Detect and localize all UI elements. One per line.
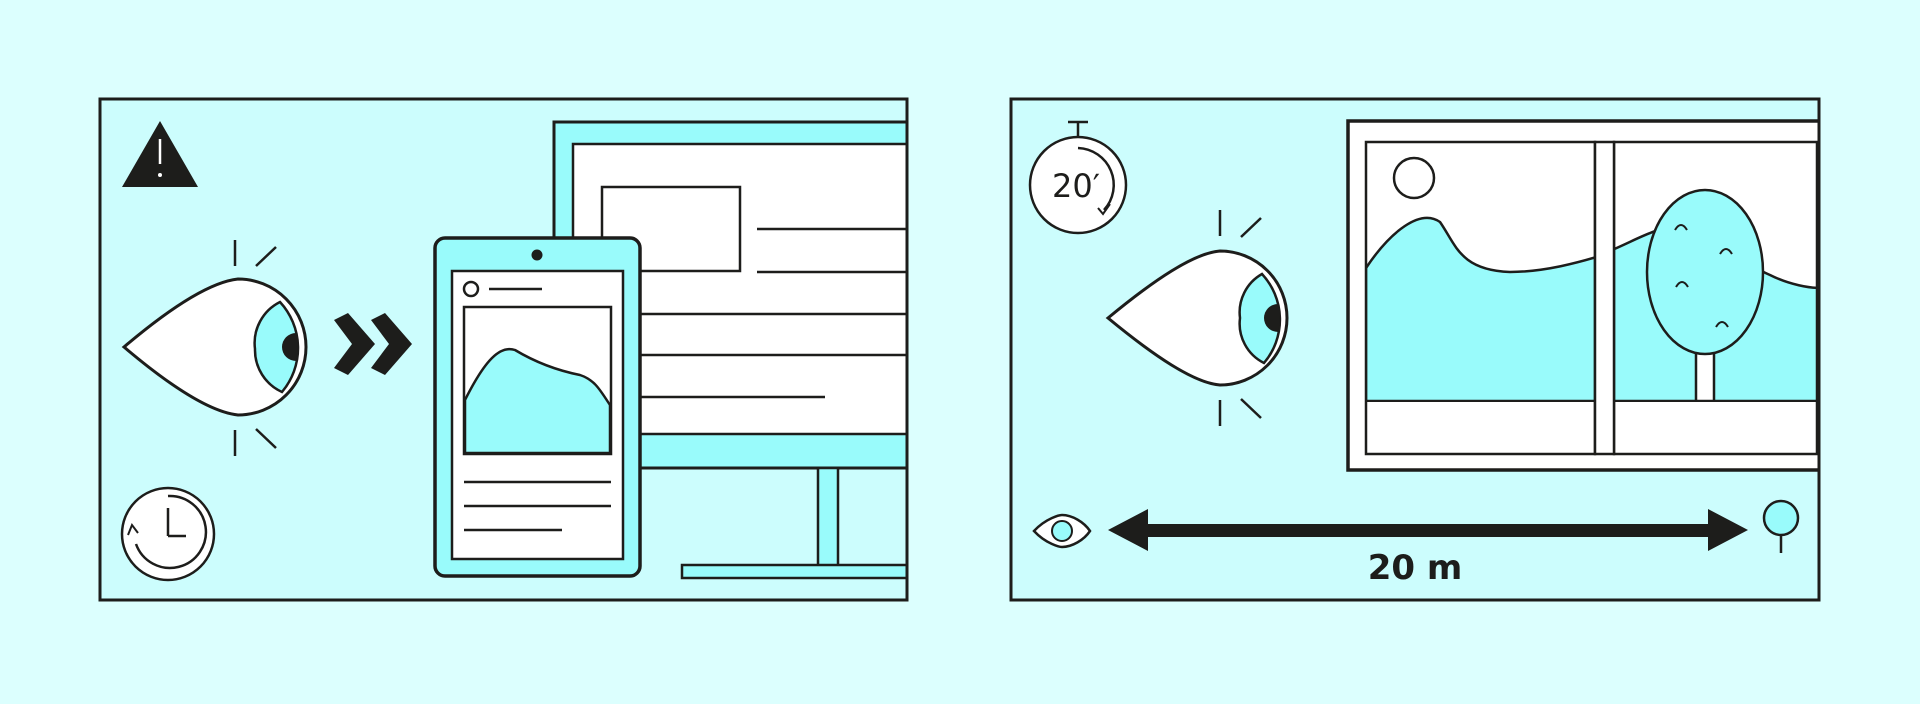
small-eye-icon — [1032, 513, 1092, 549]
stopwatch-icon: 20′ — [1028, 120, 1128, 235]
distance-label: 20 m — [1368, 548, 1463, 588]
desktop-monitor-icon — [552, 120, 907, 580]
left-panel-frame — [98, 97, 909, 602]
clock-history-icon — [120, 486, 216, 582]
left-panel — [98, 97, 909, 602]
right-panel-frame — [1009, 97, 1821, 602]
distance-indicator: 20 m — [1032, 499, 1800, 588]
double-chevron-right-icon — [334, 313, 412, 375]
eye-icon — [1105, 210, 1289, 426]
window-landscape-icon — [1346, 119, 1819, 472]
right-panel: 20′ 20 m — [1009, 97, 1821, 602]
tree-marker-icon — [1762, 499, 1800, 553]
warning-triangle-icon — [122, 121, 198, 187]
timer-label: 20′ — [1052, 167, 1100, 205]
smartphone-icon — [433, 236, 642, 578]
double-arrow — [1108, 509, 1748, 551]
eye-icon — [121, 240, 308, 456]
